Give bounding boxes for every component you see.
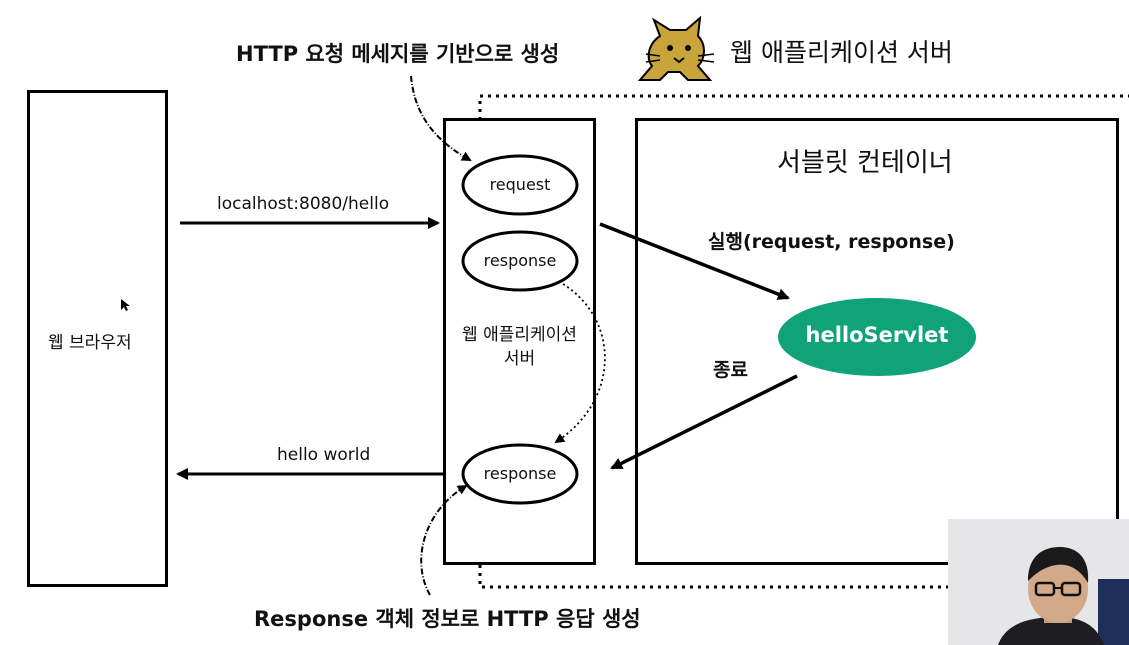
response-text-label: hello world — [277, 445, 371, 465]
request-url-label: localhost:8080/hello — [217, 194, 390, 214]
web-app-server-box — [443, 118, 596, 565]
request-node — [461, 154, 579, 216]
request-node-label: request — [489, 175, 551, 194]
webcam-overlay — [948, 519, 1129, 645]
response-transfer-dotted — [554, 283, 606, 444]
execute-label: 실행(request, response) — [708, 231, 955, 253]
server-inner-label-line1: 웹 애플리케이션 — [462, 325, 577, 345]
annotation-request-created: HTTP 요청 메세지를 기반으로 생성 — [236, 42, 560, 66]
browser-box — [27, 90, 168, 587]
presenter-avatar — [948, 519, 1129, 645]
response-node-top-label: response — [483, 251, 557, 270]
response-node-bottom — [461, 443, 579, 505]
response-node-top — [461, 230, 579, 292]
mouse-cursor-icon — [121, 299, 130, 311]
browser-label: 웹 브라우저 — [48, 333, 132, 353]
hello-servlet-label: helloServlet — [805, 323, 949, 347]
execute-arrow — [599, 222, 790, 300]
finish-label: 종료 — [713, 359, 748, 381]
response-node-bottom-label: response — [483, 464, 557, 483]
annotation-arrow-top — [410, 75, 472, 161]
annotation-arrow-bottom — [420, 484, 468, 596]
annotation-response-created: Response 객체 정보로 HTTP 응답 생성 — [254, 607, 641, 631]
server-boundary-dotted — [478, 94, 1129, 120]
servlet-container-title: 서블릿 컨테이너 — [777, 148, 953, 178]
hello-servlet-node — [778, 298, 976, 376]
servlet-container-box — [635, 118, 1119, 565]
server-boundary-dotted-bottom — [478, 565, 948, 589]
server-inner-label-line2: 서버 — [503, 349, 536, 369]
tomcat-icon — [637, 15, 715, 81]
finish-arrow — [610, 374, 798, 470]
server-title: 웹 애플리케이션 서버 — [730, 38, 953, 67]
